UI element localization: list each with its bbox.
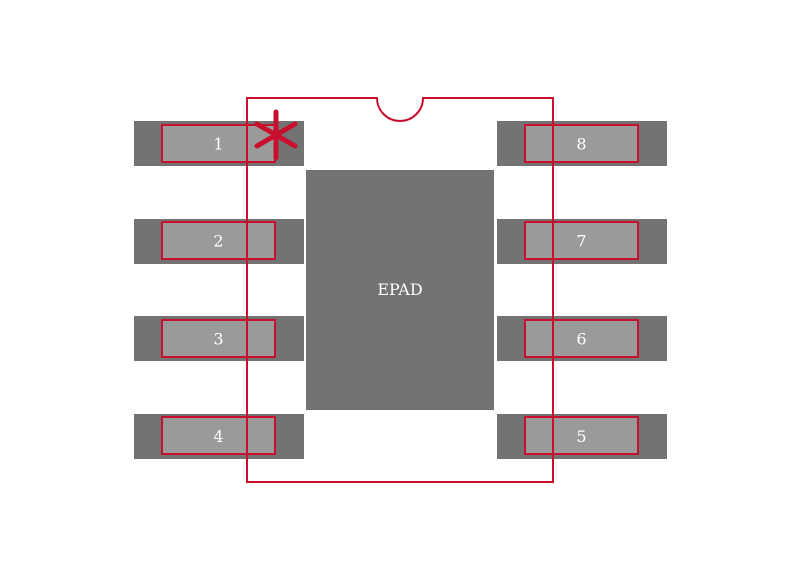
pad-6: 6 <box>497 316 667 361</box>
pad-1-label: 1 <box>213 135 223 154</box>
asterisk-icon <box>254 109 298 161</box>
pad-8: 8 <box>497 121 667 166</box>
pad-2-label: 2 <box>213 232 223 251</box>
pad-7: 7 <box>497 219 667 264</box>
pad-3: 3 <box>134 316 304 361</box>
pad-3-label: 3 <box>213 330 223 349</box>
pad-8-label: 8 <box>576 135 586 154</box>
pad-7-label: 7 <box>576 232 586 251</box>
pad-4-label: 4 <box>213 427 223 446</box>
epad: EPAD <box>306 170 494 410</box>
pad-2: 2 <box>134 219 304 264</box>
pad-4: 4 <box>134 414 304 459</box>
left-pads: 1 2 3 4 <box>134 121 304 459</box>
pad-5-label: 5 <box>576 427 586 446</box>
pad-6-label: 6 <box>576 330 586 349</box>
right-pads: 8 7 6 5 <box>497 121 667 459</box>
pad-5: 5 <box>497 414 667 459</box>
package-outline <box>246 97 554 483</box>
epad-label: EPAD <box>377 280 422 299</box>
